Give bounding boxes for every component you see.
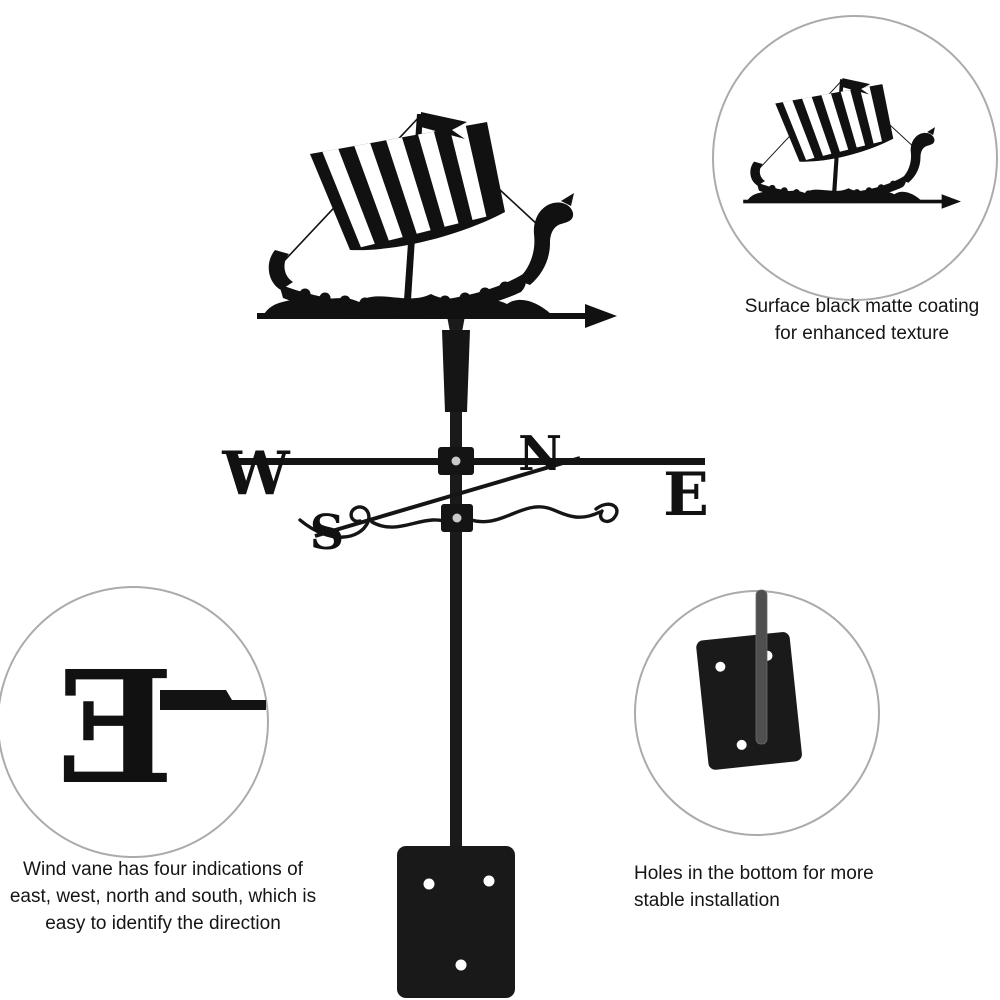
scrollwork — [298, 502, 619, 539]
callout-circle — [712, 15, 998, 301]
detail-plate — [696, 632, 802, 770]
letter-north: N — [518, 426, 562, 482]
pivot-tube — [442, 330, 470, 412]
screw-icon — [451, 456, 461, 466]
callout-mounting — [634, 589, 880, 836]
detail-rod — [755, 589, 768, 745]
callout-coating — [712, 15, 998, 301]
direction-cross: W E N S — [221, 426, 709, 561]
mounting-plate — [397, 846, 515, 998]
plate-hole — [736, 739, 747, 750]
caption-directions: Wind vane has four indications of east, … — [9, 859, 317, 934]
weathervane-main: W E N S — [221, 111, 709, 998]
plate-hole — [715, 661, 726, 672]
detail-letter-e: E — [56, 636, 174, 819]
callout-letter-detail: E — [0, 586, 269, 858]
detail-bar — [160, 690, 266, 710]
letter-west: W — [221, 439, 291, 509]
caption-holes: Holes in the bottom for more stable inst… — [634, 863, 874, 911]
plate-hole — [483, 875, 495, 887]
callout-circle — [0, 586, 269, 858]
caption-coating: Surface black matte coating for enhanced… — [744, 296, 980, 344]
letter-east: E — [663, 460, 709, 530]
letter-south: S — [310, 505, 345, 561]
plate-hole — [455, 959, 467, 971]
screw-icon — [452, 513, 462, 523]
plate-hole — [423, 878, 435, 890]
